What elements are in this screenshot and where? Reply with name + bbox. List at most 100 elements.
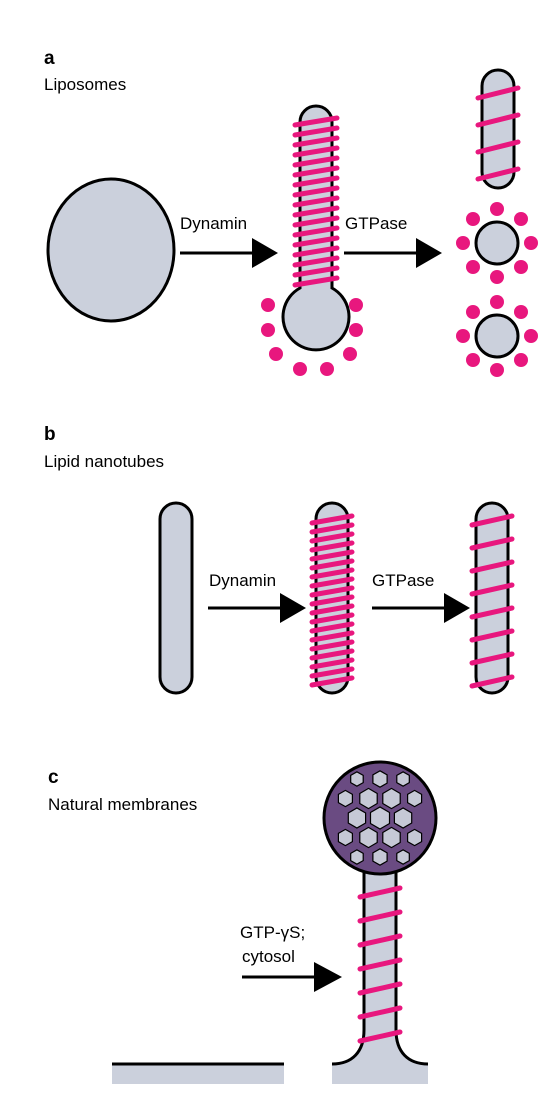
dynamin-ring	[292, 125, 340, 138]
clathrin-hexagon	[396, 849, 410, 865]
liposome	[46, 177, 176, 323]
dynamin-ring	[469, 582, 515, 597]
dynamin-ring	[292, 235, 340, 248]
clathrin-hexagon	[369, 806, 391, 830]
dynamin-particle	[466, 260, 480, 274]
dynamin-ring	[292, 245, 340, 258]
label-gtpase-b: GTPase	[372, 571, 434, 590]
dynamin-spiral-relaxed	[469, 513, 515, 689]
arrow-dynamin-a	[180, 238, 278, 268]
panel-c: c Natural membranes GTP-γS; cytosol	[48, 760, 438, 1084]
dynamin-ring	[292, 155, 340, 168]
dynamin-particle	[514, 212, 528, 226]
dynamin-particle	[514, 353, 528, 367]
dynamin-ring	[292, 275, 340, 288]
dynamin-ring	[292, 185, 340, 198]
dynamin-ring	[309, 567, 355, 580]
dynamin-ring	[309, 639, 355, 652]
label-dynamin-a: Dynamin	[180, 214, 247, 233]
dynamin-ring	[292, 175, 340, 188]
dynamin-ring	[292, 265, 340, 278]
panel-a: a Liposomes Dynamin GTPase	[44, 48, 538, 377]
dynamin-ring	[309, 675, 355, 688]
clathrin-hexagon	[350, 849, 364, 865]
panel-c-title: Natural membranes	[48, 795, 197, 814]
dynamin-particles-a	[261, 298, 363, 376]
dynamin-ring	[309, 612, 355, 625]
label-gtp-gamma-s: GTP-γS;	[240, 923, 305, 942]
dynamin-particles-vesicle-top	[456, 202, 538, 284]
clathrin-hexagon	[359, 826, 378, 849]
dynamin-particle	[514, 305, 528, 319]
vesicle-bottom	[456, 295, 538, 377]
dynamin-ring	[475, 112, 521, 128]
dynamin-coated-tube	[309, 501, 355, 695]
label-cytosol: cytosol	[242, 947, 295, 966]
dynamin-ring	[475, 85, 521, 101]
dynamin-particle	[466, 212, 480, 226]
dynamin-ring	[309, 540, 355, 553]
dynamin-ring	[292, 145, 340, 158]
dynamin-particle	[524, 236, 538, 250]
clathrin-hexagon	[393, 807, 413, 829]
dynamin-ring	[292, 205, 340, 218]
dynamin-ring	[357, 909, 403, 924]
clathrin-hexagon	[372, 848, 388, 866]
dynamin-particle	[349, 323, 363, 337]
panel-b-title: Lipid nanotubes	[44, 452, 164, 471]
constricted-tube	[469, 501, 515, 695]
dynamin-ring	[309, 657, 355, 670]
label-gtpase-a: GTPase	[345, 214, 407, 233]
dynamin-ring	[357, 885, 403, 900]
dynamin-ring	[469, 605, 515, 620]
panel-c-letter: c	[48, 767, 59, 788]
dynamin-particle	[261, 298, 275, 312]
dynamin-ring	[309, 666, 355, 679]
clathrin-hexagon	[372, 770, 388, 788]
panel-a-letter: a	[44, 48, 55, 69]
dynamin-ring	[292, 135, 340, 148]
clathrin-hexagon	[407, 789, 423, 808]
arrow-gtp-gamma-s	[242, 962, 342, 992]
dynamin-ring	[357, 1005, 403, 1020]
arrow-gtpase-b	[372, 593, 470, 623]
dynamin-ring	[292, 225, 340, 238]
dynamin-ring	[309, 531, 355, 544]
dynamin-ring	[475, 166, 521, 182]
dynamin-particle	[466, 305, 480, 319]
dynamin-particle	[343, 347, 357, 361]
dynamin-ring	[309, 549, 355, 562]
dynamin-ring	[475, 139, 521, 155]
clathrin-hexagon	[347, 807, 367, 829]
dynamin-particle	[456, 236, 470, 250]
label-dynamin-b: Dynamin	[209, 571, 276, 590]
dynamin-ring	[309, 513, 355, 526]
dynamin-ring	[357, 981, 403, 996]
dynamin-ring	[292, 115, 340, 128]
dynamin-spiral-neck	[357, 885, 403, 1044]
dynamin-ring	[469, 651, 515, 666]
dynamin-ring	[292, 195, 340, 208]
dynamin-particles-vesicle-bottom	[456, 295, 538, 377]
dynamin-particle	[514, 260, 528, 274]
panel-b: b Lipid nanotubes Dynamin GTPase	[44, 424, 515, 695]
dynamin-ring	[357, 933, 403, 948]
arrow-gtpase-a	[344, 238, 442, 268]
dynamin-particle	[261, 323, 275, 337]
dynamin-particle	[349, 298, 363, 312]
dynamin-particle	[293, 362, 307, 376]
lipid-nanotube	[158, 501, 194, 695]
clathrin-lattice	[337, 770, 423, 866]
dynamin-spiral-fragment	[475, 85, 521, 182]
dynamin-ring	[309, 522, 355, 535]
panel-b-letter: b	[44, 424, 56, 445]
dynamin-particle	[524, 329, 538, 343]
dynamin-ring	[309, 594, 355, 607]
vesicle-top	[456, 202, 538, 284]
clathrin-hexagon	[337, 828, 353, 847]
dynamin-ring	[357, 957, 403, 972]
dynamin-ring	[309, 621, 355, 634]
clathrin-coat	[322, 760, 438, 876]
dynamin-ring	[309, 603, 355, 616]
